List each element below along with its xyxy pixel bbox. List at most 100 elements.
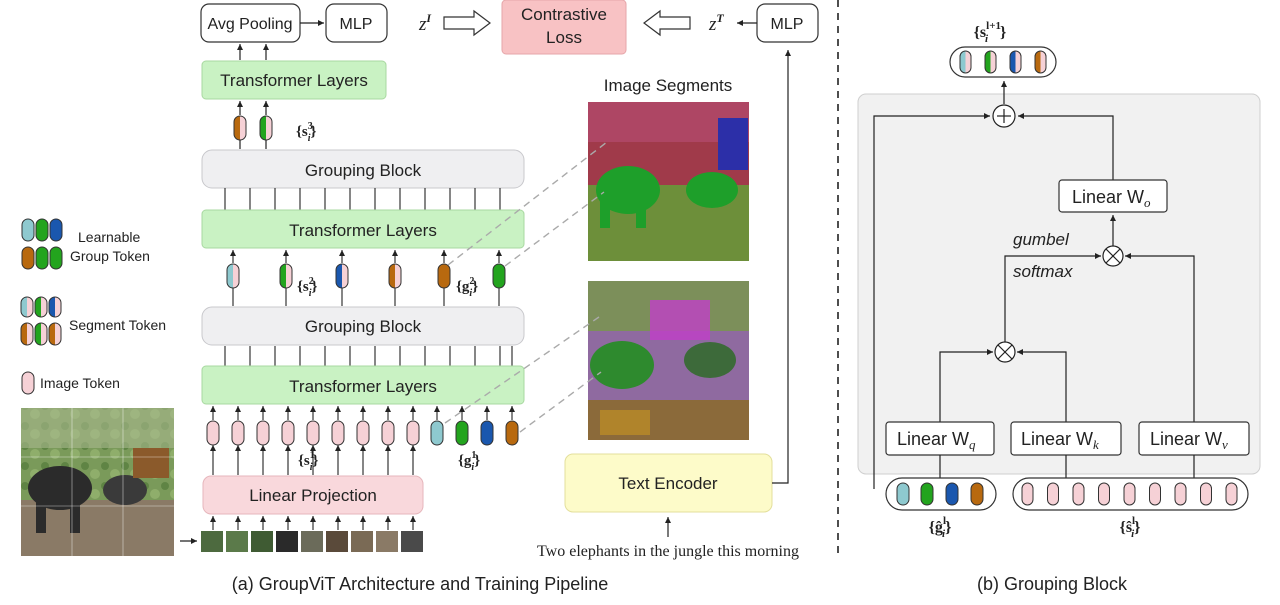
legend-group-token-label: Group Token <box>70 248 150 264</box>
token <box>896 482 910 506</box>
image-patch <box>376 531 398 552</box>
avg-pooling-box: Avg Pooling <box>200 3 301 43</box>
linear-wv-box: Linear Wv <box>1138 421 1250 456</box>
token <box>256 420 270 446</box>
linear-wk-box: Linear Wk <box>1010 421 1122 456</box>
legend-learnable-group-token <box>21 218 63 270</box>
transformer-layers-top: Transformer Layers <box>201 60 387 100</box>
token <box>1009 50 1022 74</box>
gumbel-label: gumbel <box>1013 230 1070 249</box>
image-patch <box>276 531 298 552</box>
svg-text:Transformer Layers: Transformer Layers <box>289 377 437 396</box>
svg-text:Linear Wo: Linear Wo <box>1072 187 1151 210</box>
svg-text:Transformer Layers: Transformer Layers <box>289 221 437 240</box>
token <box>1174 482 1187 506</box>
token <box>1072 482 1085 506</box>
token <box>945 482 959 506</box>
token <box>1225 482 1238 506</box>
token <box>335 263 349 289</box>
svg-text:MLP: MLP <box>771 16 804 33</box>
segmentation-image-bottom <box>588 281 749 440</box>
legend-segment-token <box>20 296 62 346</box>
legend-segment-label: Segment Token <box>69 317 166 333</box>
transformer-layers-bottom: Transformer Layers <box>201 365 525 405</box>
svg-text:Linear Wq: Linear Wq <box>897 429 976 452</box>
token <box>226 263 240 289</box>
image-patch <box>351 531 373 552</box>
linear-wo-box: Linear Wo <box>1058 179 1168 213</box>
token <box>1149 482 1161 506</box>
token <box>35 246 49 270</box>
text-encoder-box: Text Encoder <box>564 453 773 513</box>
linear-wq-box: Linear Wq <box>885 421 995 456</box>
token <box>356 420 370 446</box>
image-patch <box>201 531 223 552</box>
image-segments-label: Image Segments <box>604 76 733 95</box>
token <box>49 246 63 270</box>
token <box>1123 482 1136 506</box>
image-and-group-tokens-level1 <box>206 406 519 475</box>
token <box>480 420 494 446</box>
svg-text:Grouping Block: Grouping Block <box>305 161 422 180</box>
hollow-arrow-right <box>443 9 491 37</box>
z-image-label: zI <box>418 11 432 35</box>
group-token-input <box>885 477 997 511</box>
token <box>20 322 34 346</box>
token <box>1047 482 1059 506</box>
grouping-block-panel <box>857 93 1261 475</box>
token <box>920 482 934 506</box>
token <box>35 218 49 242</box>
token <box>1200 482 1212 506</box>
token <box>21 246 35 270</box>
output-token-group <box>949 46 1057 78</box>
token <box>34 296 48 318</box>
svg-text:Linear Wv: Linear Wv <box>1150 429 1228 452</box>
segment-tokens-level3 <box>233 115 273 141</box>
token <box>492 263 506 289</box>
token <box>259 115 273 141</box>
image-patch <box>326 531 348 552</box>
svg-text:Grouping Block: Grouping Block <box>305 317 422 336</box>
token <box>331 420 345 446</box>
mlp-box-right: MLP <box>756 3 819 43</box>
linear-projection-box: Linear Projection <box>202 475 424 515</box>
token <box>281 420 295 446</box>
token <box>231 420 245 446</box>
image-patch <box>401 531 423 552</box>
token <box>306 420 320 446</box>
svg-text:Contrastive: Contrastive <box>521 5 607 24</box>
dashed-mapping-lines <box>444 141 608 433</box>
svg-text:Linear Projection: Linear Projection <box>249 486 377 505</box>
contrastive-loss-box: Contrastive Loss <box>501 0 627 55</box>
token <box>1021 482 1034 506</box>
token <box>1034 50 1047 74</box>
similarity-multiply-node <box>994 341 1016 363</box>
svg-text:Transformer Layers: Transformer Layers <box>220 71 368 90</box>
input-caption-text: Two elephants in the jungle this morning <box>537 543 799 560</box>
caption-architecture: (a) GroupViT Architecture and Training P… <box>232 574 609 594</box>
attention-multiply-node <box>1102 245 1124 267</box>
token <box>34 322 48 346</box>
image-patches <box>201 516 423 552</box>
token <box>48 322 62 346</box>
image-patch <box>251 531 273 552</box>
token <box>20 296 34 318</box>
token <box>970 482 984 506</box>
token <box>430 420 444 446</box>
svg-text:Avg Pooling: Avg Pooling <box>207 16 292 33</box>
token <box>206 420 220 446</box>
token <box>388 263 402 289</box>
token <box>455 420 469 446</box>
token <box>505 420 519 446</box>
segment-tokens-level2 <box>226 250 506 306</box>
token <box>1098 482 1110 506</box>
token <box>959 50 972 74</box>
svg-text:Linear Wk: Linear Wk <box>1021 429 1099 452</box>
